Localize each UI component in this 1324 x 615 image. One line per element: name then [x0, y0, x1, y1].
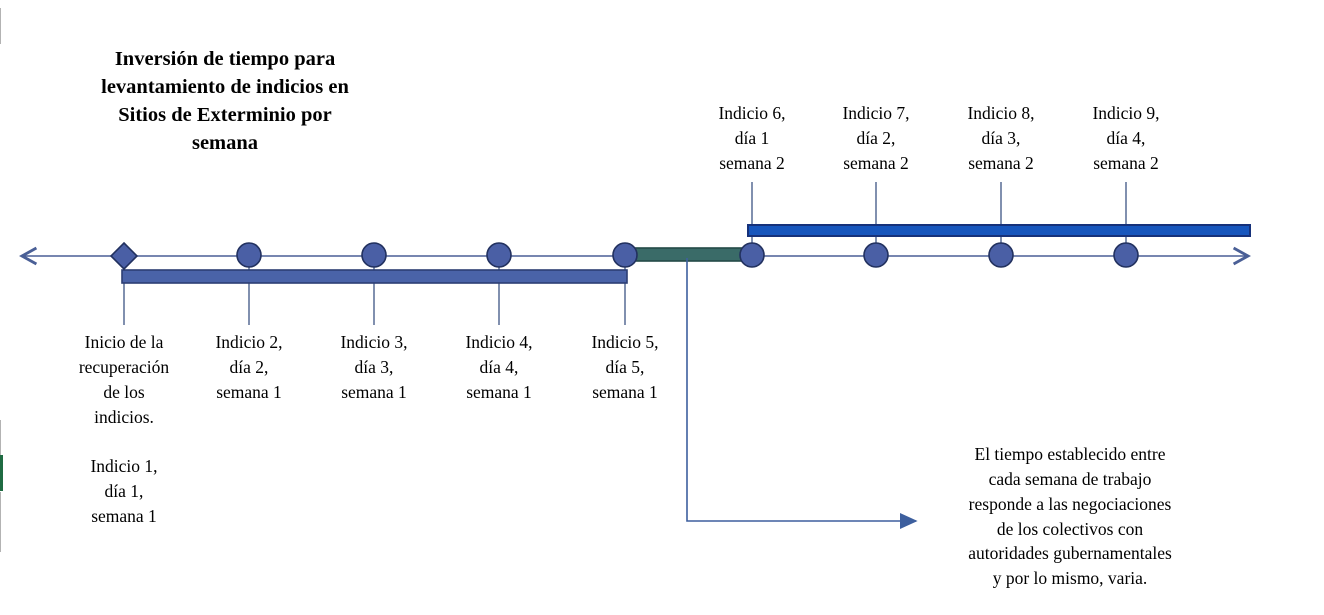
timeline-markers: [109, 241, 1139, 271]
chart-title: Inversión de tiempo para levantamiento d…: [101, 48, 349, 154]
bar-intersemana: [628, 247, 750, 262]
marker-label-indicio-5: Indicio 5, día 5, semana 1: [591, 332, 659, 402]
page-edge-green-accent: [0, 455, 3, 491]
callout-connector: [686, 258, 918, 529]
page-edge-line-top: [0, 8, 1, 44]
page-edge-line-bottom: [0, 492, 1, 552]
marker-circle-m8[interactable]: [988, 242, 1014, 268]
note-indicio-1: Indicio 1, día 1, semana 1: [90, 456, 158, 526]
marker-circle-m6[interactable]: [739, 242, 765, 268]
marker-label-indicio-3: Indicio 3, día 3, semana 1: [340, 332, 408, 402]
leader-lines-lower: [123, 258, 626, 325]
marker-circle-m3[interactable]: [361, 242, 387, 268]
marker-label-indicio-2: Indicio 2, día 2, semana 1: [215, 332, 283, 402]
marker-label-indicio-6: Indicio 6, día 1 semana 2: [718, 103, 786, 173]
marker-label-inicio-recuperacion: Inicio de la recuperación de los indicio…: [78, 332, 170, 427]
bar-semana-2: [747, 224, 1251, 237]
marker-label-indicio-7: Indicio 7, día 2, semana 2: [842, 103, 910, 173]
marker-circle-m7[interactable]: [863, 242, 889, 268]
marker-circle-m4[interactable]: [486, 242, 512, 268]
marker-label-indicio-8: Indicio 8, día 3, semana 2: [967, 103, 1035, 173]
callout-note-tiempo-entre-semanas: El tiempo establecido entre cada semana …: [968, 444, 1172, 589]
marker-diamond-m1[interactable]: [109, 241, 139, 271]
marker-label-indicio-4: Indicio 4, día 4, semana 1: [465, 332, 533, 402]
marker-circle-m5[interactable]: [612, 242, 638, 268]
marker-circle-m9[interactable]: [1113, 242, 1139, 268]
marker-circle-m2[interactable]: [236, 242, 262, 268]
page-edge-line-middle: [0, 420, 1, 460]
leader-lines-upper: [751, 182, 1127, 253]
marker-label-indicio-9: Indicio 9, día 4, semana 2: [1092, 103, 1160, 173]
bar-semana-1: [121, 269, 628, 284]
